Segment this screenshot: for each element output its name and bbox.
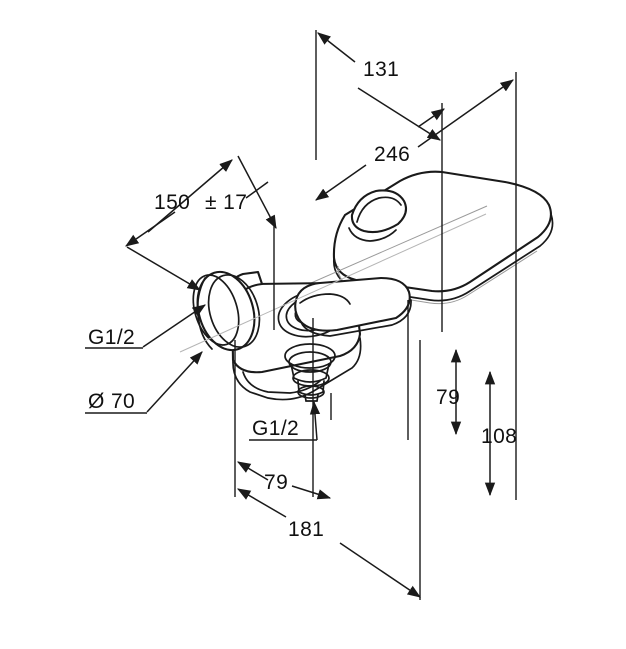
lever-handle-pivot [299,293,351,305]
wall-flange-inner [207,274,261,348]
dimension-label-181: 181 [288,518,324,541]
dimension-79-bottom [237,461,332,500]
dimension-label-150: 150 [154,191,190,214]
construction-axis [179,213,487,353]
leader-g12-outlet [249,400,321,441]
spout-shelf-edge [332,213,554,302]
wall-flange-outer [196,270,256,352]
diverter-knob [350,189,408,234]
spout-shelf-edge-inner [337,250,538,305]
dimension-150 [125,155,277,291]
mixer-body-front [232,337,362,401]
dimension-246 [315,79,514,201]
dimension-label-131: 131 [363,58,399,81]
dimension-label-tolerance-17: ± 17 [205,191,247,214]
dimension-label-79-right: 79 [436,386,460,409]
label-diameter-70: Ø 70 [88,390,135,413]
dimension-label-79-bottom: 79 [264,471,288,494]
dimension-131 [317,32,441,141]
leader-diameter-70 [85,351,203,414]
label-g12-inlet: G1/2 [88,326,135,349]
leader-g12-inlet [85,304,206,349]
dimension-label-246: 246 [374,143,410,166]
lever-handle-edge [300,299,412,337]
dimension-label-108: 108 [481,425,517,448]
dimension-181 [237,488,421,598]
diverter-knob-inner [356,196,402,223]
label-g12-outlet: G1/2 [252,417,299,440]
hose-outlet-boss [284,343,336,402]
faucet-geometry [179,170,554,402]
diverter-knob-base [348,227,397,242]
